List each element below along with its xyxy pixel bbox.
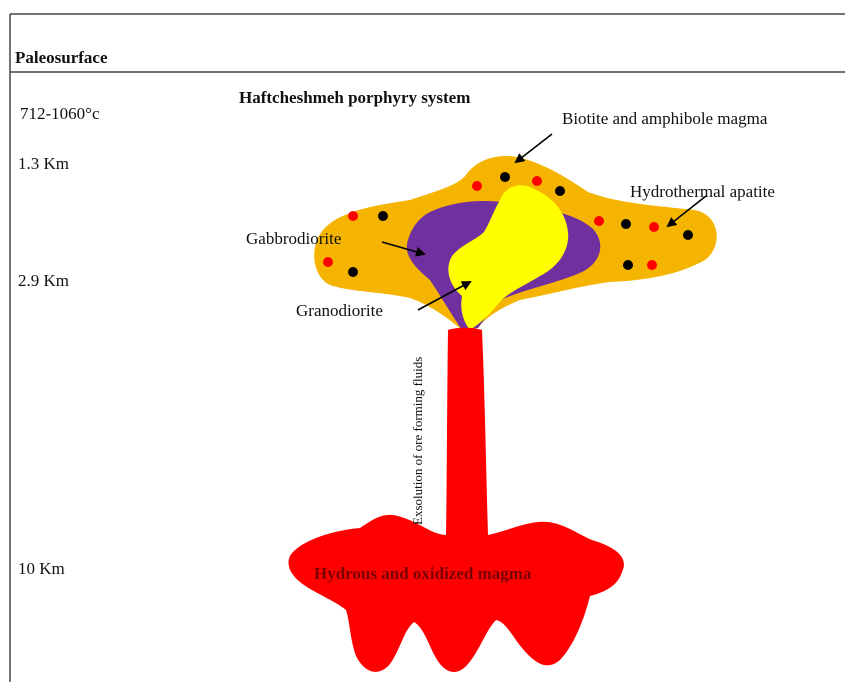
biotite-arrow: [516, 134, 552, 162]
red-dot: [594, 216, 604, 226]
magma-label: Hydrous and oxidized magma: [314, 565, 531, 582]
red-dot: [323, 257, 333, 267]
black-dot: [378, 211, 388, 221]
black-dot: [500, 172, 510, 182]
depth-label-1: 1.3 Km: [18, 155, 69, 172]
temperature-label: 712-1060°c: [20, 105, 100, 122]
red-magma-chamber: [288, 515, 623, 672]
biotite-label: Biotite and amphibole magma: [562, 110, 767, 127]
chamber-notch: [340, 612, 345, 668]
black-dot: [621, 219, 631, 229]
red-conduit: [446, 328, 488, 535]
black-dot: [555, 186, 565, 196]
granodiorite-label: Granodiorite: [296, 302, 383, 319]
apatite-label: Hydrothermal apatite: [630, 183, 775, 200]
red-dot: [532, 176, 542, 186]
paleosurface-label: Paleosurface: [15, 49, 108, 66]
gabbrodiorite-label: Gabbrodiorite: [246, 230, 341, 247]
depth-label-2: 2.9 Km: [18, 272, 69, 289]
depth-label-3: 10 Km: [18, 560, 65, 577]
red-dot: [348, 211, 358, 221]
black-dot: [683, 230, 693, 240]
black-dot: [348, 267, 358, 277]
red-dot: [649, 222, 659, 232]
red-dot: [647, 260, 657, 270]
black-dot: [623, 260, 633, 270]
diagram-title: Haftcheshmeh porphyry system: [239, 89, 470, 106]
exsolution-label: Exsolution of ore forming fluids: [410, 357, 426, 525]
red-dot: [472, 181, 482, 191]
